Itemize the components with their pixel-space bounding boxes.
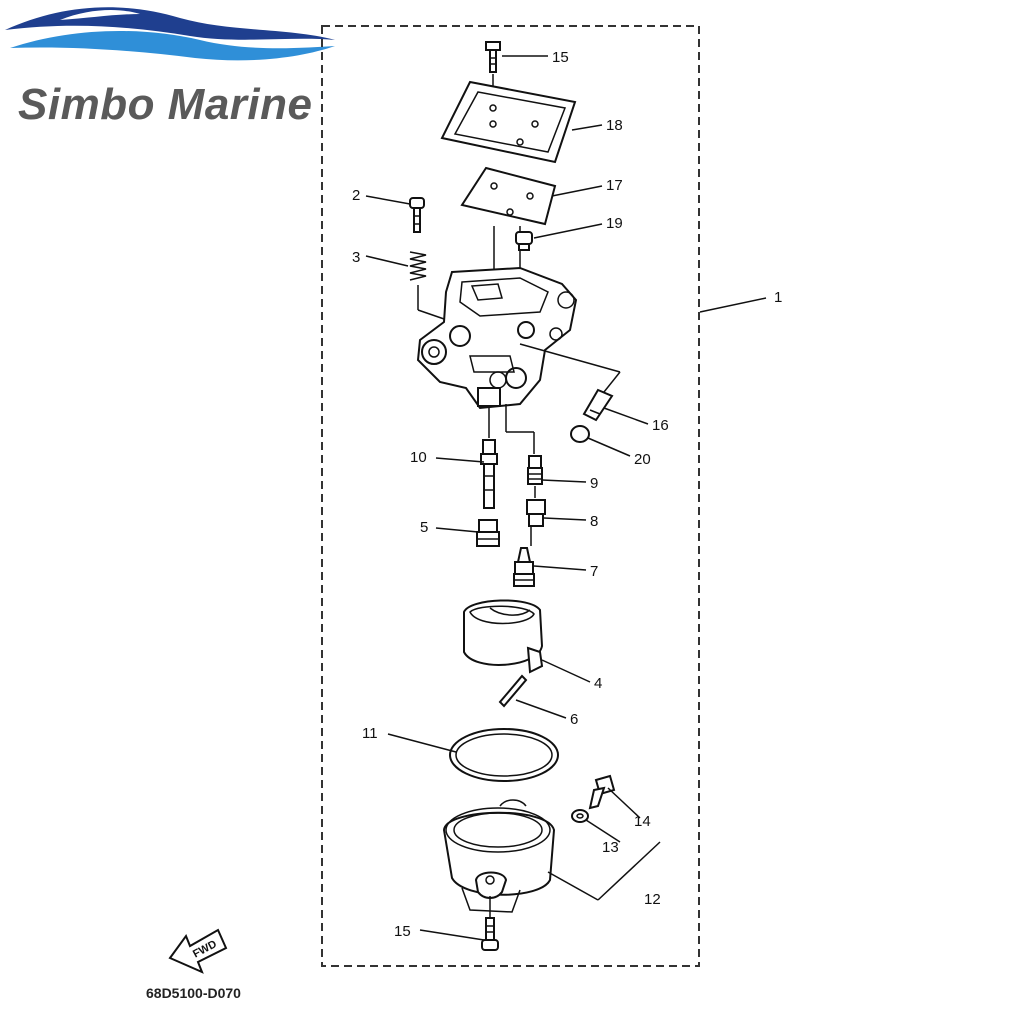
callout-7: 7	[590, 563, 598, 580]
callout-6: 6	[570, 711, 578, 728]
part-17-gasket	[460, 166, 557, 270]
part-14-screw	[588, 774, 616, 810]
callout-15-bottom: 15	[394, 923, 411, 940]
callout-20: 20	[634, 451, 651, 468]
callout-19: 19	[606, 215, 623, 232]
callout-11: 11	[362, 725, 378, 742]
callout-17: 17	[606, 177, 623, 194]
part-4-float	[463, 599, 544, 674]
brand-logo: Simbo Marine	[0, 0, 340, 140]
part-7-needle-valve	[513, 547, 535, 587]
callout-10: 10	[410, 449, 427, 466]
part-15-bottom-screw	[481, 896, 499, 951]
callout-1: 1	[774, 289, 782, 306]
callout-12: 12	[644, 891, 661, 908]
callout-2: 2	[352, 187, 360, 204]
part-8-jet	[526, 499, 546, 546]
assembly-boundary	[321, 25, 700, 967]
callout-9: 9	[590, 475, 598, 492]
callout-8: 8	[590, 513, 598, 530]
callout-labels: 15 18 17 19 2 3 1 16 20 10 9 8 5 7 4 6 1…	[352, 49, 782, 940]
part-18-cover	[440, 80, 577, 164]
part-9-jet	[505, 404, 543, 498]
callout-15-top: 15	[552, 49, 569, 66]
brand-name: Simbo Marine	[18, 80, 313, 129]
callout-3: 3	[352, 249, 360, 266]
part-13-washer	[571, 809, 589, 823]
part-5-jet	[476, 519, 500, 547]
part-20-cap	[570, 425, 590, 443]
part-2-screw	[409, 197, 425, 233]
part-10-main-nozzle	[480, 408, 498, 509]
callout-13: 13	[602, 839, 619, 856]
part-11-o-ring	[449, 728, 559, 782]
part-16-needle	[582, 388, 614, 422]
callout-14: 14	[634, 813, 651, 830]
wave-logo-icon	[5, 7, 335, 61]
part-12-float-bowl	[442, 799, 556, 913]
callout-16: 16	[652, 417, 669, 434]
fwd-arrow-icon: FWD	[168, 928, 228, 974]
callout-5: 5	[420, 519, 428, 536]
callout-4: 4	[594, 675, 602, 692]
part-6-pin	[498, 674, 528, 708]
part-19-plug	[515, 231, 533, 251]
diagram-code: 68D5100-D070	[146, 985, 241, 1001]
callout-18: 18	[606, 117, 623, 134]
leader-lines	[365, 55, 767, 941]
carburetor-body	[416, 266, 621, 410]
